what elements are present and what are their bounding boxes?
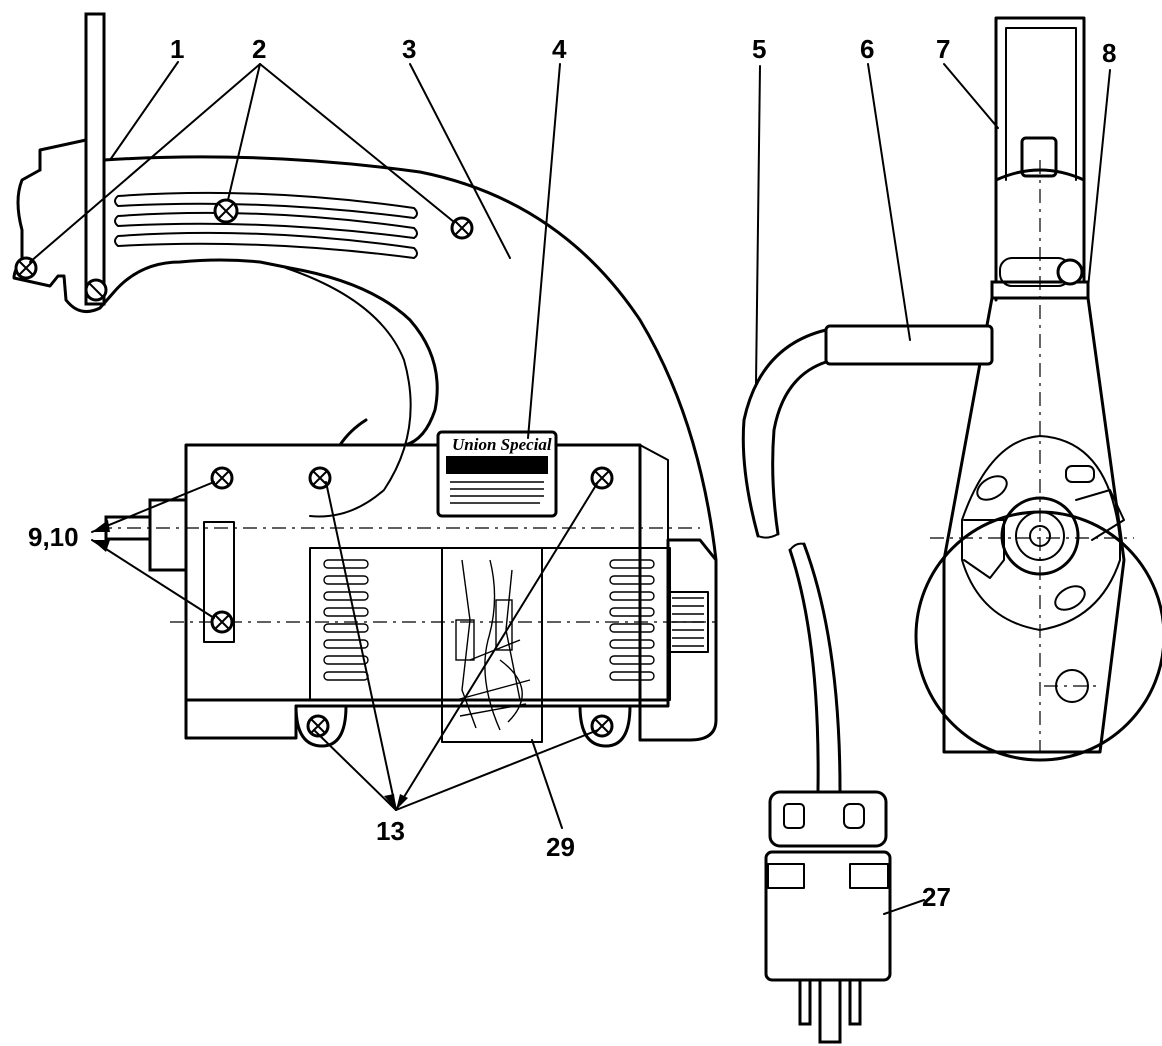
vent-slots-right — [609, 559, 655, 681]
handle-rib — [114, 191, 418, 219]
top-bracket — [994, 16, 1086, 302]
arrowheads — [92, 520, 408, 810]
nameplate: Union Special — [436, 430, 558, 518]
nameplate-fine-print — [450, 481, 544, 504]
motor-end-view — [914, 16, 1162, 762]
callout-6: 6 — [860, 34, 874, 64]
plug-body — [764, 850, 892, 982]
callout-29: 29 — [546, 832, 575, 862]
handle-rib — [114, 211, 418, 239]
plug-prong-center — [818, 978, 842, 1044]
screw — [14, 256, 38, 280]
housing-top-left — [38, 138, 88, 172]
plug-slot-right — [843, 803, 865, 829]
slot-upper — [1065, 465, 1095, 483]
leader-4 — [527, 63, 561, 439]
callout-7: 7 — [936, 34, 950, 64]
power-cord — [741, 324, 994, 1044]
upper-housing — [994, 168, 1086, 292]
leader-2b — [227, 63, 261, 201]
plug-cap — [768, 790, 888, 848]
wiring-sketch — [455, 559, 531, 731]
leader-29 — [531, 739, 563, 829]
callout-4: 4 — [552, 34, 567, 64]
bracket-knob — [1020, 136, 1058, 178]
nameplate-brand: Union Special — [452, 435, 552, 454]
cord-strain-relief — [824, 324, 994, 366]
screw — [210, 466, 234, 490]
end-housing — [942, 296, 1126, 754]
plug-slot-left — [783, 803, 805, 829]
callout-labels: 1 2 3 4 5 6 7 8 9,10 13 29 27 — [28, 34, 1116, 912]
callout-27: 27 — [922, 882, 951, 912]
screw — [306, 714, 330, 738]
callout-3: 3 — [402, 34, 416, 64]
motor-top-edge — [185, 444, 669, 541]
screw — [84, 278, 108, 302]
cord-outer-upper — [741, 328, 828, 538]
motor-side-view: Union Special — [12, 12, 720, 748]
screw — [590, 714, 614, 738]
top-bracket-inner — [1005, 27, 1077, 181]
plug-prong — [798, 978, 812, 1026]
cord-outer-lower — [788, 548, 820, 792]
callout-2: 2 — [252, 34, 266, 64]
cord-break-bottom — [789, 542, 805, 551]
shaft-collar — [148, 498, 188, 572]
wiring-diagram-label — [441, 547, 543, 743]
end-plate — [961, 435, 1121, 631]
leader-27 — [883, 899, 925, 915]
leader-9-10b — [91, 539, 215, 619]
screw — [213, 198, 239, 224]
leader-5 — [755, 65, 761, 385]
callout-13: 13 — [376, 816, 405, 846]
leader-3 — [409, 63, 511, 259]
bracket-bar — [84, 12, 106, 306]
housing-top-curve — [102, 155, 718, 562]
slot-left — [976, 475, 1008, 501]
cord-break-top — [757, 533, 779, 539]
callout-1: 1 — [170, 34, 184, 64]
leader-2a — [29, 63, 261, 263]
leader-1 — [109, 61, 179, 161]
notch-left — [963, 519, 1005, 579]
leader-13d — [395, 729, 599, 811]
motor-foot-right — [578, 704, 632, 748]
leader-6 — [867, 63, 911, 341]
screw — [210, 610, 234, 634]
leader-8 — [1087, 69, 1111, 289]
screw — [308, 466, 332, 490]
leader-13c — [395, 481, 599, 811]
plug-prong — [848, 978, 862, 1026]
clamp-screw-head — [1056, 258, 1084, 286]
callout-5: 5 — [752, 34, 766, 64]
plug-tab-left — [767, 863, 805, 889]
leader-13b — [325, 481, 397, 811]
leader-13a — [313, 729, 397, 811]
plug-tab-right — [849, 863, 889, 889]
leader-lines — [29, 61, 1111, 915]
cord-inner-upper — [771, 360, 828, 536]
slot-lower — [1054, 585, 1086, 611]
motor-body — [184, 443, 718, 742]
leader-2c — [259, 63, 455, 223]
screw — [450, 216, 474, 240]
leader-9-10a — [91, 481, 215, 533]
leader-7 — [943, 63, 999, 129]
shaft-clamp — [203, 521, 235, 643]
cord-inner-lower — [802, 542, 842, 792]
callout-9-10: 9,10 — [28, 522, 79, 552]
housing-inner-curve — [285, 267, 412, 518]
notch-right — [1075, 489, 1125, 541]
motor-foot-left — [294, 704, 348, 748]
pulley — [914, 510, 1162, 762]
handle-rib — [114, 231, 418, 259]
callout-8: 8 — [1102, 38, 1116, 68]
